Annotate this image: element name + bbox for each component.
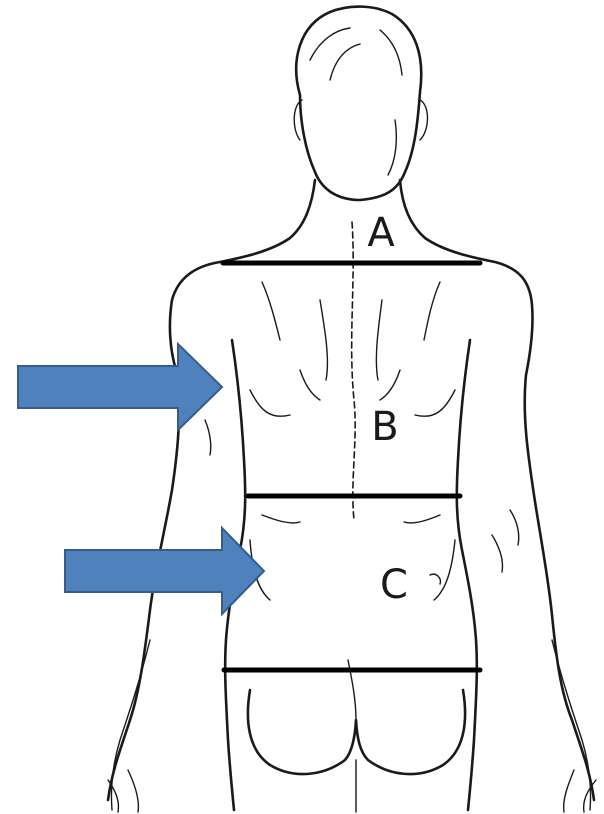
lower-back-mark	[430, 574, 440, 584]
torso-outline-left	[108, 180, 315, 800]
right-scapula	[415, 282, 455, 416]
zone-label-b: B	[371, 404, 398, 450]
torso-outline-right	[400, 180, 594, 800]
arrow-lower	[65, 528, 264, 614]
left-scapula	[250, 282, 290, 416]
left-forearm	[111, 640, 150, 810]
spine	[352, 222, 355, 520]
left-elbow	[205, 420, 211, 455]
back-muscle-left	[300, 300, 327, 400]
back-muscle-right	[376, 300, 400, 400]
lower-back-left	[250, 515, 300, 600]
right-arm-inner	[457, 340, 477, 810]
zone-label-a: A	[367, 210, 395, 256]
right-ear	[420, 100, 428, 140]
lower-back-right	[404, 515, 455, 600]
hair-detail	[310, 28, 402, 175]
arrow-upper	[18, 344, 222, 430]
right-elbow	[492, 510, 519, 572]
zone-label-c: C	[380, 562, 408, 608]
head	[296, 7, 421, 200]
